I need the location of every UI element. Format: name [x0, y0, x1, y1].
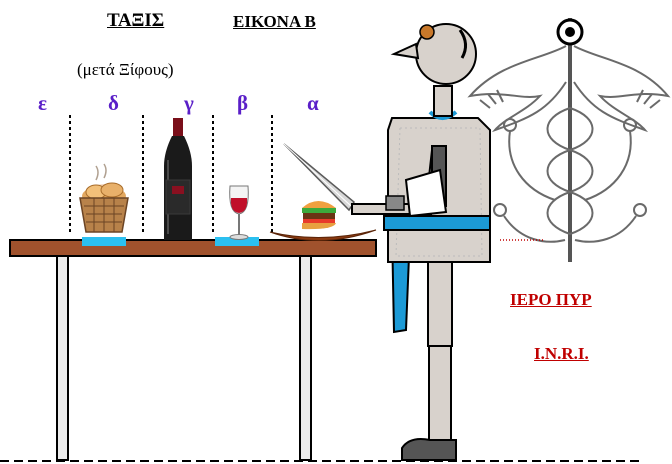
nose [390, 42, 420, 60]
position-alpha: α [307, 91, 319, 115]
burger-plate-icon [269, 201, 377, 242]
position-gamma: γ [184, 91, 194, 115]
caduceus-icon [467, 18, 671, 262]
sword-icon [283, 143, 355, 212]
table-leg-right [299, 255, 312, 461]
ear [458, 29, 467, 59]
hand [385, 195, 405, 211]
bread-basket-icon [79, 163, 129, 246]
shoe [401, 438, 457, 461]
sash [383, 215, 491, 231]
wine-glass-icon [215, 185, 259, 246]
napkin [404, 168, 448, 218]
inri-label: I.N.R.I. [534, 344, 589, 363]
table-top [9, 239, 377, 257]
collar [428, 110, 458, 120]
position-epsilon: ε [38, 91, 47, 115]
table-leg-left [56, 255, 69, 461]
column-dividers [69, 115, 273, 232]
person-figure [351, 23, 491, 461]
position-delta: δ [108, 91, 119, 115]
wine-bottle-icon [164, 118, 192, 240]
neck [433, 85, 453, 117]
figure-label: ΕΙΚΟΝΑ Β [233, 12, 316, 31]
page-title: ΤΑΞΙΣ [107, 10, 165, 31]
position-beta: β [237, 91, 249, 115]
eye [419, 24, 435, 40]
thigh [427, 261, 453, 347]
table [9, 239, 377, 461]
shin [428, 345, 452, 449]
sacred-fire-label: ΙΕΡΟ ΠΥΡ [510, 290, 592, 309]
subtitle: (μετά Ξίφους) [77, 60, 174, 79]
